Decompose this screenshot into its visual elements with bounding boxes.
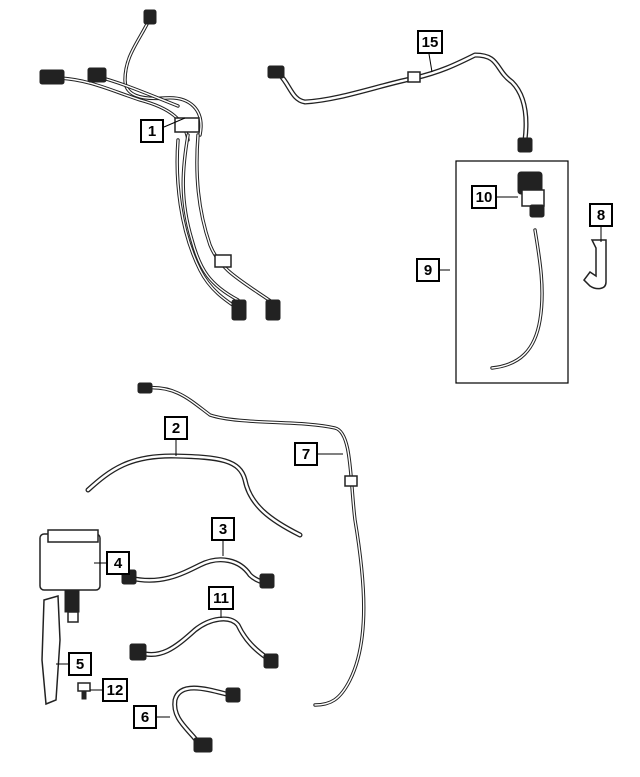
callout-10: 10 [471,185,497,209]
part-9-hose [490,228,544,370]
part-10-valve [517,171,545,218]
part-6-hose [172,685,241,753]
part-1-hose-harness [39,9,281,321]
callout-7: 7 [294,442,318,466]
part-7-hose [137,382,366,707]
part-8-bracket [583,239,607,290]
part-5-strap [41,595,61,706]
callout-15: 15 [417,30,443,54]
callout-11: 11 [208,586,234,610]
callout-8: 8 [589,203,613,227]
part-15-hose [267,52,533,153]
callout-2: 2 [164,416,188,440]
callout-5: 5 [68,652,92,676]
part-4-canister [39,529,101,623]
leader-lines [56,53,602,718]
callout-6: 6 [133,705,157,729]
callout-3: 3 [211,517,235,541]
part-2-hose [85,453,303,538]
part-11-hose [129,616,279,669]
kit-9-frame [455,160,569,384]
callout-9: 9 [416,258,440,282]
part-3-hose [121,557,275,589]
part-12-clip [77,682,91,700]
callout-1: 1 [140,119,164,143]
callout-12: 12 [102,678,128,702]
callout-4: 4 [106,551,130,575]
